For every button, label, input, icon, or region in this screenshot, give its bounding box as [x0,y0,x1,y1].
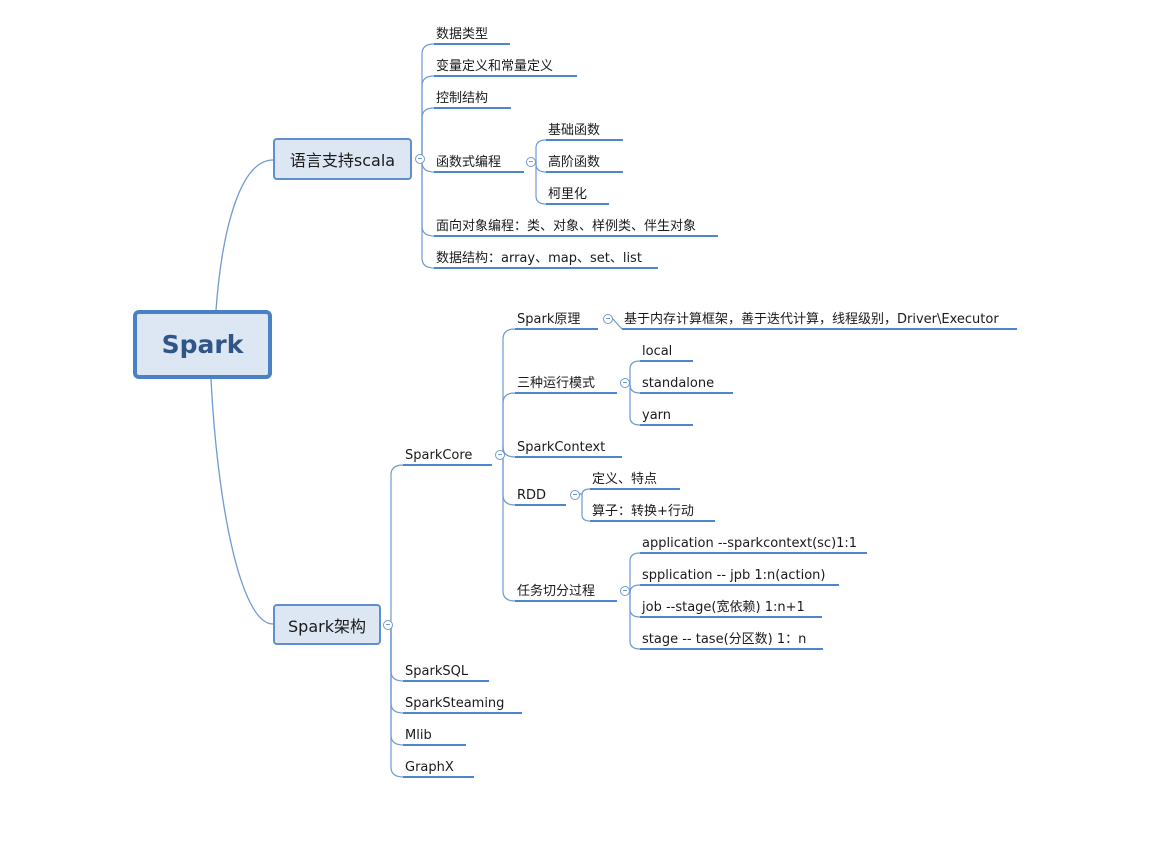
collapse-toggle-icon[interactable] [383,620,393,630]
collapse-toggle-icon[interactable] [415,154,425,164]
collapse-toggle-icon[interactable] [526,157,536,167]
connector-line [629,382,641,426]
topic-mode-yarn[interactable]: yarn [640,408,693,426]
connector-line [629,552,641,590]
connector-line [629,590,641,618]
root-topic-spark[interactable]: Spark [133,310,272,379]
connector-line [421,75,435,158]
topic-data-types[interactable]: 数据类型 [434,27,510,45]
topic-task-stage[interactable]: job --stage(宽依赖) 1:n+1 [640,600,822,618]
topic-var-const[interactable]: 变量定义和常量定义 [434,59,577,77]
collapse-toggle-icon[interactable] [570,490,580,500]
connector-line [581,494,591,522]
connector-line [502,454,516,602]
connector-line [390,624,404,778]
connector-line [390,624,404,714]
connector-line [629,360,641,382]
connector-line [535,161,547,205]
connector-line [629,590,641,650]
topic-mllib[interactable]: Mlib [403,728,466,746]
connector-line [502,328,516,454]
topic-spark-sql[interactable]: SparkSQL [403,664,489,682]
topic-run-modes[interactable]: 三种运行模式 [515,376,617,394]
connector-line [502,392,516,454]
topic-rdd-operators[interactable]: 算子：转换+行动 [590,504,715,522]
topic-spark-context[interactable]: SparkContext [515,440,622,458]
topic-higher-order-functions[interactable]: 高阶函数 [546,155,623,173]
collapse-toggle-icon[interactable] [620,378,630,388]
topic-task-tase[interactable]: stage -- tase(分区数) 1：n [640,632,823,650]
connector-line [629,382,641,394]
topic-functional-programming[interactable]: 函数式编程 [434,155,524,173]
connector-line [421,158,435,269]
connector-line [502,446,516,458]
connector-line [390,624,404,746]
connector-line [390,624,404,682]
topic-graphx[interactable]: GraphX [403,760,474,778]
topic-mode-standalone[interactable]: standalone [640,376,733,394]
topic-rdd-definition[interactable]: 定义、特点 [590,472,680,490]
connector-line [210,378,274,625]
topic-spark-principle[interactable]: Spark原理 [515,312,598,330]
topic-spark-streaming[interactable]: SparkSteaming [403,696,522,714]
connector-line [581,488,591,496]
connector-line [421,158,435,237]
connector-line [629,584,641,594]
connector-line [611,317,623,330]
connector-line [215,159,274,311]
topic-spark-core[interactable]: SparkCore [403,448,492,466]
collapse-toggle-icon[interactable] [603,314,613,324]
topic-control-structure[interactable]: 控制结构 [434,91,511,109]
topic-spark-principle-detail[interactable]: 基于内存计算框架，善于迭代计算，线程级别，Driver\Executor [622,312,1017,330]
connector-line [421,43,435,158]
connector-line [421,107,435,158]
topic-spark-architecture[interactable]: Spark架构 [273,604,381,645]
connector-line [535,139,547,161]
topic-mode-local[interactable]: local [640,344,693,362]
topic-language-scala[interactable]: 语言支持scala [273,138,412,180]
topic-task-splitting[interactable]: 任务切分过程 [515,584,617,602]
topic-oop[interactable]: 面向对象编程：类、对象、样例类、伴生对象 [434,219,718,237]
connector-line [390,464,404,624]
topic-basic-functions[interactable]: 基础函数 [546,123,623,141]
connector-line [502,454,516,506]
collapse-toggle-icon[interactable] [495,450,505,460]
topic-task-job[interactable]: spplication -- jpb 1:n(action) [640,568,839,586]
topic-task-application[interactable]: application --sparkcontext(sc)1:1 [640,536,867,554]
collapse-toggle-icon[interactable] [620,586,630,596]
topic-currying[interactable]: 柯里化 [546,187,609,205]
connector-line [535,161,547,173]
topic-rdd[interactable]: RDD [515,488,566,506]
topic-data-structures[interactable]: 数据结构：array、map、set、list [434,251,658,269]
